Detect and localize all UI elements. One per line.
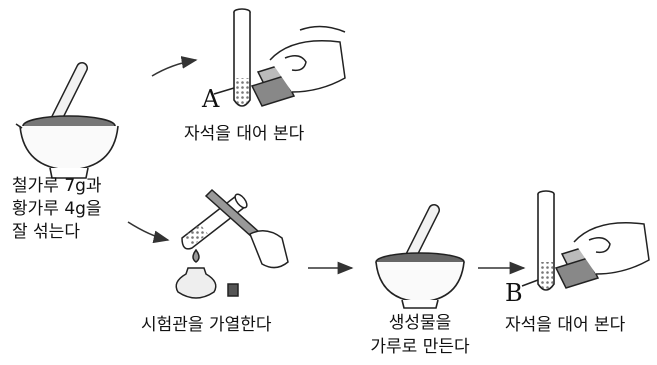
mix-label-line-1: 철가루 7g과 bbox=[12, 176, 102, 196]
tube-a-letter: A bbox=[202, 85, 220, 113]
magnet-in-hand-right bbox=[554, 222, 650, 289]
mix-label-line-3: 잘 섞는다 bbox=[12, 222, 80, 242]
mortar-pestle-mix bbox=[15, 62, 119, 179]
arrow-to-heating bbox=[127, 221, 170, 244]
test-tube-a bbox=[213, 8, 251, 107]
mortar-pestle-grind bbox=[375, 204, 465, 309]
arrow-to-magnet-test bbox=[151, 56, 198, 77]
top-step-label: 자석을 대어 본다 bbox=[184, 124, 305, 144]
test-tube-b bbox=[521, 190, 555, 291]
right-step-label: 자석을 대어 본다 bbox=[505, 315, 626, 335]
grind-step-label-line-1: 생성물을 bbox=[388, 313, 452, 333]
mix-label-line-2: 황가루 4g을 bbox=[12, 199, 102, 219]
grind-step-label-line-2: 가루로 만든다 bbox=[370, 337, 470, 357]
heat-step-label: 시험관을 가열한다 bbox=[141, 315, 272, 335]
tube-b-letter: B bbox=[505, 279, 523, 307]
heating-apparatus bbox=[175, 188, 289, 299]
magnet-in-hand-top bbox=[250, 25, 346, 107]
